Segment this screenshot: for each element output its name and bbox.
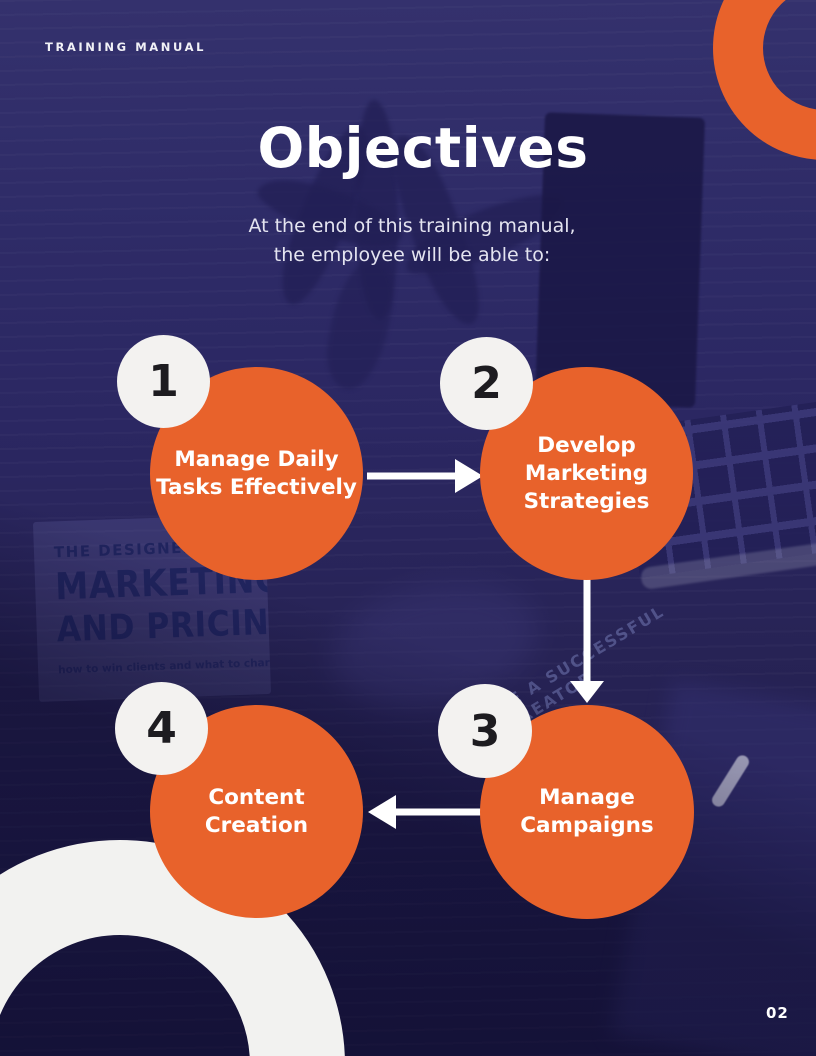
arrow-step1-to-step2 bbox=[367, 459, 483, 493]
step-2-label: Develop Marketing Strategies bbox=[523, 432, 650, 514]
step-number-badge-4: 4 bbox=[115, 682, 208, 775]
page-subtitle: At the end of this training manual, the … bbox=[0, 212, 816, 270]
page-title: Objectives bbox=[257, 116, 589, 180]
step-number-badge-2: 2 bbox=[440, 337, 533, 430]
arrow-step2-to-step3 bbox=[570, 578, 604, 703]
document-label: TRAINING MANUAL bbox=[45, 40, 207, 54]
step-number-badge-3: 3 bbox=[438, 684, 532, 778]
step-1-label: Manage Daily Tasks Effectively bbox=[156, 446, 357, 500]
step-3-label: Manage Campaigns bbox=[520, 785, 654, 838]
arrow-step3-to-step4 bbox=[368, 795, 482, 829]
subtitle-line-1: At the end of this training manual, bbox=[248, 215, 576, 237]
step-number-badge-1: 1 bbox=[117, 335, 210, 428]
step-4-label: Content Creation bbox=[204, 784, 309, 838]
subtitle-line-2: the employee will be able to: bbox=[273, 244, 551, 266]
page-number: 02 bbox=[766, 1004, 789, 1022]
